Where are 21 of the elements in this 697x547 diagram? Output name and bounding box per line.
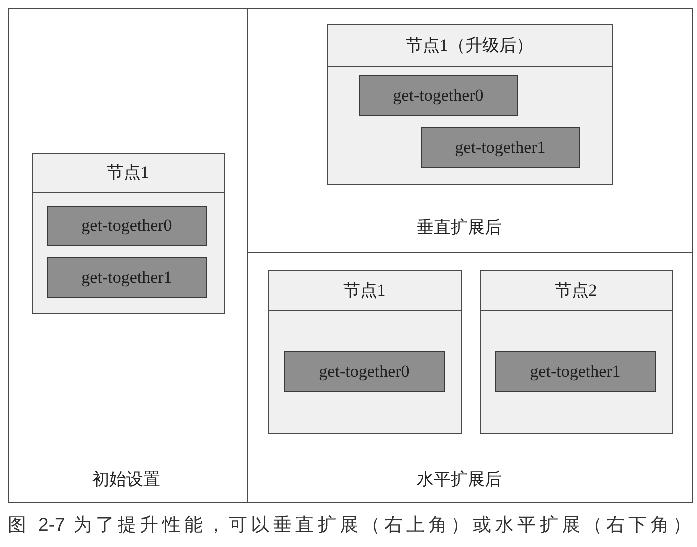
- shard-box: get-together1: [421, 127, 580, 168]
- server-box: [32, 152, 224, 314]
- shard-box: get-together0: [47, 206, 207, 246]
- server-title: 节点1: [268, 270, 460, 310]
- panel-label: 水平扩展后: [417, 468, 502, 490]
- panel-label: 垂直扩展后: [417, 216, 502, 238]
- server-title: 节点1（升级后）: [328, 24, 612, 66]
- panel: [247, 8, 693, 253]
- shard-box: get-together0: [359, 75, 518, 116]
- shard-box: get-together1: [47, 257, 207, 298]
- caption: 图 2-7 为了提升性能，可以垂直扩展（右上角）或水平扩展（右下角）: [8, 513, 692, 537]
- server-title: 节点1: [32, 154, 224, 192]
- server-box: [480, 270, 672, 434]
- shard-box: get-together0: [284, 351, 445, 392]
- server-title: 节点2: [480, 270, 672, 310]
- shard-box: get-together1: [495, 351, 656, 392]
- panel: [8, 8, 248, 503]
- panel: [247, 252, 693, 503]
- server-box: [326, 24, 612, 184]
- server-box: [268, 270, 462, 434]
- panel-label: 初始设置: [92, 468, 160, 490]
